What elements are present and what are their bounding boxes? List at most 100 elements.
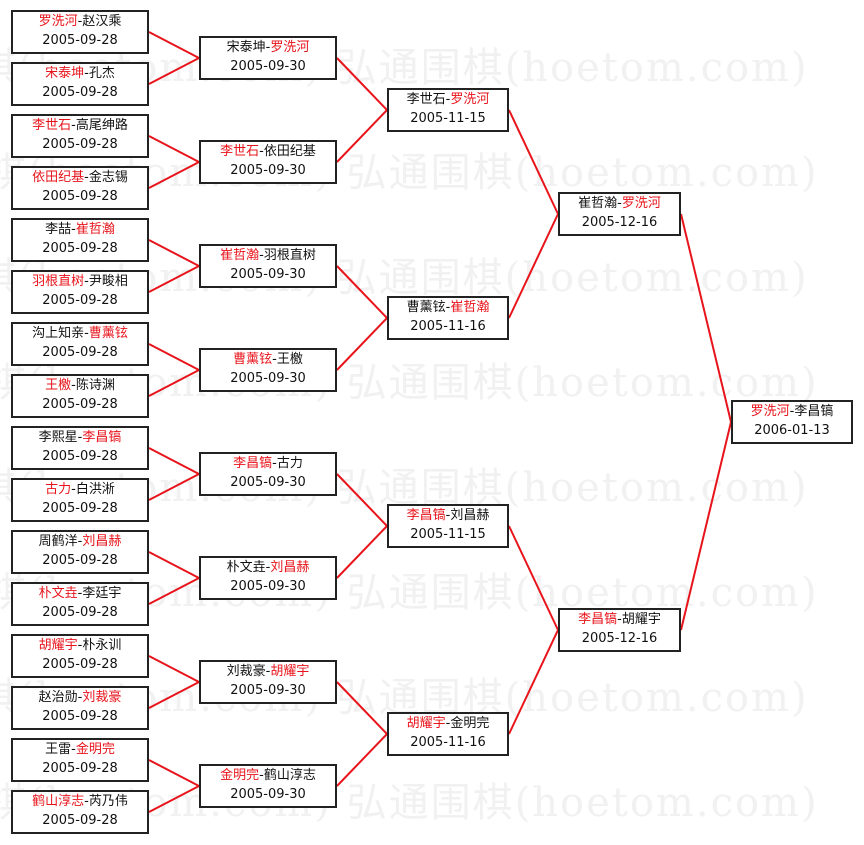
separator: - <box>265 560 271 575</box>
separator: - <box>259 768 264 783</box>
player-a: 鹤山淳志 <box>32 794 85 809</box>
player-b: 李廷宇 <box>82 586 122 601</box>
player-a: 刘裁豪 <box>226 664 266 679</box>
match-date: 2005-09-28 <box>42 293 118 308</box>
match-date: 2005-09-28 <box>42 137 118 152</box>
match-date: 2005-09-30 <box>230 371 306 386</box>
player-a: 崔哲瀚 <box>220 248 260 263</box>
player-a: 李昌镐 <box>578 612 618 627</box>
connector-line <box>336 473 388 527</box>
match-players: 朴文垚-李廷宇 <box>13 584 147 603</box>
connector-line <box>336 681 388 735</box>
match-players: 罗洗河-李昌镐 <box>733 402 851 421</box>
separator: - <box>445 300 451 315</box>
separator: - <box>84 170 89 185</box>
connector-line <box>148 369 200 397</box>
separator: - <box>789 404 795 419</box>
player-b: 鹤山淳志 <box>263 768 316 783</box>
separator: - <box>77 690 83 705</box>
player-b: 刘昌赫 <box>82 534 122 549</box>
match-box-round-2: 曹薰铉-王檄 2005-09-30 <box>199 348 337 392</box>
separator: - <box>84 66 89 81</box>
match-date: 2005-09-28 <box>42 761 118 776</box>
separator: - <box>617 196 622 211</box>
match-date: 2006-01-13 <box>754 423 830 438</box>
connector-line <box>148 161 200 189</box>
player-a: 崔哲瀚 <box>578 196 618 211</box>
player-a: 王檄 <box>45 378 72 393</box>
match-players: 胡耀宇-金明完 <box>389 714 507 733</box>
player-a: 宋泰坤 <box>45 66 85 81</box>
connector-line <box>148 265 200 293</box>
match-players: 王檄-陈诗渊 <box>13 376 147 395</box>
player-b: 羽根直树 <box>263 248 316 263</box>
player-b: 依田纪基 <box>263 144 316 159</box>
separator: - <box>272 352 277 367</box>
match-players: 沟上知亲-曹薰铉 <box>13 324 147 343</box>
match-date: 2005-11-15 <box>410 527 486 542</box>
match-date: 2005-09-30 <box>230 267 306 282</box>
match-players: 赵治勋-刘裁豪 <box>13 688 147 707</box>
match-date: 2005-09-30 <box>230 787 306 802</box>
separator: - <box>71 482 76 497</box>
player-b: 陈诗渊 <box>75 378 115 393</box>
connector-line <box>336 317 388 371</box>
match-date: 2005-11-15 <box>410 111 486 126</box>
player-a: 胡耀宇 <box>406 716 446 731</box>
match-players: 李昌镐-刘昌赫 <box>389 506 507 525</box>
match-box-round-1: 胡耀宇-朴永训 2005-09-28 <box>11 634 149 678</box>
match-date: 2005-09-28 <box>42 813 118 828</box>
connector-line <box>148 447 200 475</box>
player-b: 赵汉乘 <box>82 14 122 29</box>
player-b: 刘裁豪 <box>82 690 122 705</box>
player-b: 胡耀宇 <box>270 664 310 679</box>
player-b: 孔杰 <box>88 66 115 81</box>
separator: - <box>77 638 83 653</box>
separator: - <box>84 794 89 809</box>
match-date: 2005-09-30 <box>230 475 306 490</box>
connector-line <box>148 551 200 579</box>
match-box-round-1: 罗洗河-赵汉乘 2005-09-28 <box>11 10 149 54</box>
player-a: 宋泰坤 <box>226 40 266 55</box>
match-players: 曹薰铉-王檄 <box>201 350 335 369</box>
connector-line <box>148 655 200 683</box>
match-date: 2005-09-28 <box>42 605 118 620</box>
separator: - <box>77 14 83 29</box>
connector-line <box>148 681 200 709</box>
player-b: 古力 <box>276 456 303 471</box>
match-date: 2005-09-28 <box>42 657 118 672</box>
match-date: 2005-12-16 <box>581 215 658 230</box>
match-date: 2005-09-28 <box>42 33 118 48</box>
player-b: 高尾绅路 <box>75 118 128 133</box>
player-a: 李熙星 <box>38 430 78 445</box>
separator: - <box>84 326 89 341</box>
match-box-round-1: 李世石-高尾绅路 2005-09-28 <box>11 114 149 158</box>
separator: - <box>77 430 83 445</box>
match-players: 周鹤洋-刘昌赫 <box>13 532 147 551</box>
match-players: 李世石-高尾绅路 <box>13 116 147 135</box>
match-players: 胡耀宇-朴永训 <box>13 636 147 655</box>
match-players: 李熙星-李昌镐 <box>13 428 147 447</box>
player-a: 罗洗河 <box>38 14 78 29</box>
connector-line <box>508 109 559 215</box>
separator: - <box>84 274 89 289</box>
player-a: 李昌镐 <box>233 456 273 471</box>
match-players: 宋泰坤-孔杰 <box>13 64 147 83</box>
player-a: 李世石 <box>220 144 260 159</box>
match-players: 曹薰铉-崔哲瀚 <box>389 298 507 317</box>
match-players: 宋泰坤-罗洗河 <box>201 38 335 57</box>
match-date: 2005-09-30 <box>230 683 306 698</box>
connector-line <box>336 57 388 111</box>
